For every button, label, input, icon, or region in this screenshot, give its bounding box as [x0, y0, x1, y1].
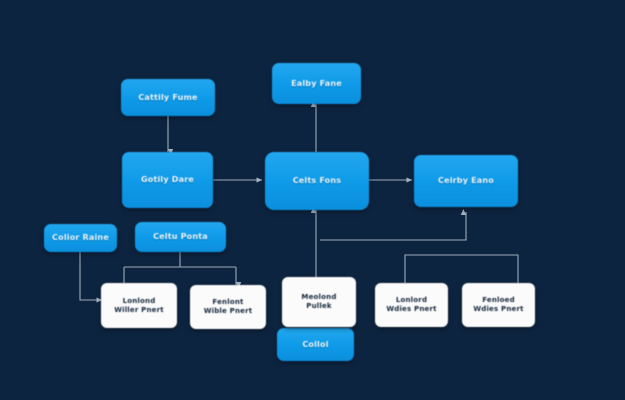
node-white-2-line1: Fenlont [212, 298, 244, 307]
node-white-1[interactable]: Lonlond Willer Pnert [101, 283, 177, 328]
node-white-3[interactable]: Meolond Pullek [282, 277, 356, 327]
node-white-5[interactable]: Fenloed Wdies Pnert [462, 283, 535, 327]
node-mid-right-label: Ceirby Eano [438, 176, 494, 185]
node-top-center-label: Ealby Fane [291, 78, 342, 88]
node-mid-right[interactable]: Ceirby Eano [414, 155, 518, 207]
node-top-center[interactable]: Ealby Fane [272, 63, 361, 104]
node-top-left-label: Cattily Fume [138, 92, 198, 102]
edge-white4-white5-bracket [404, 254, 519, 283]
node-white-4-text: Lonlord Wdies Pnert [386, 296, 436, 314]
edge-lowlefta-to-white1 [79, 252, 103, 303]
node-white-1-line2: Willer Pnert [114, 305, 164, 314]
node-bottom-blue-label: Collol [302, 339, 329, 349]
node-mid-left-label: Gotily Dare [141, 175, 194, 184]
node-white-3-line2: Pullek [306, 302, 332, 310]
node-mid-left[interactable]: Gotily Dare [122, 152, 213, 208]
edge-lowleftb-branch [123, 252, 236, 283]
node-white-4[interactable]: Lonlord Wdies Pnert [375, 283, 448, 327]
node-white-5-line1: Fenloed [482, 296, 515, 305]
node-white-5-text: Fenloed Wdies Pnert [473, 296, 523, 314]
node-white-3-text: Meolond Pullek [301, 293, 336, 311]
node-white-1-line1: Lonlond [122, 296, 156, 305]
node-white-1-text: Lonlond Willer Pnert [114, 297, 164, 315]
node-top-left[interactable]: Cattily Fume [121, 79, 215, 116]
node-low-left-b-label: Celtu Ponta [153, 232, 208, 241]
node-low-left-a[interactable]: Colior Raine [44, 224, 117, 252]
node-white-4-line1: Lonlord [395, 296, 428, 305]
node-low-left-a-label: Colior Raine [52, 233, 109, 242]
node-white-2[interactable]: Fenlont Wible Pnert [190, 285, 266, 329]
node-mid-center[interactable]: Celts Fons [265, 152, 369, 210]
node-white-2-text: Fenlont Wible Pnert [204, 298, 253, 316]
node-white-2-line2: Wible Pnert [203, 307, 253, 315]
node-white-5-line2: Wdies Pnert [473, 305, 524, 313]
node-bottom-blue[interactable]: Collol [277, 328, 354, 361]
node-white-3-line1: Meolond [301, 293, 337, 302]
node-white-4-line2: Wdies Pnert [386, 305, 437, 313]
edge-rightgroup-to-midright [320, 209, 467, 241]
node-mid-center-label: Celts Fons [292, 176, 342, 185]
node-low-left-b[interactable]: Celtu Ponta [135, 222, 226, 252]
